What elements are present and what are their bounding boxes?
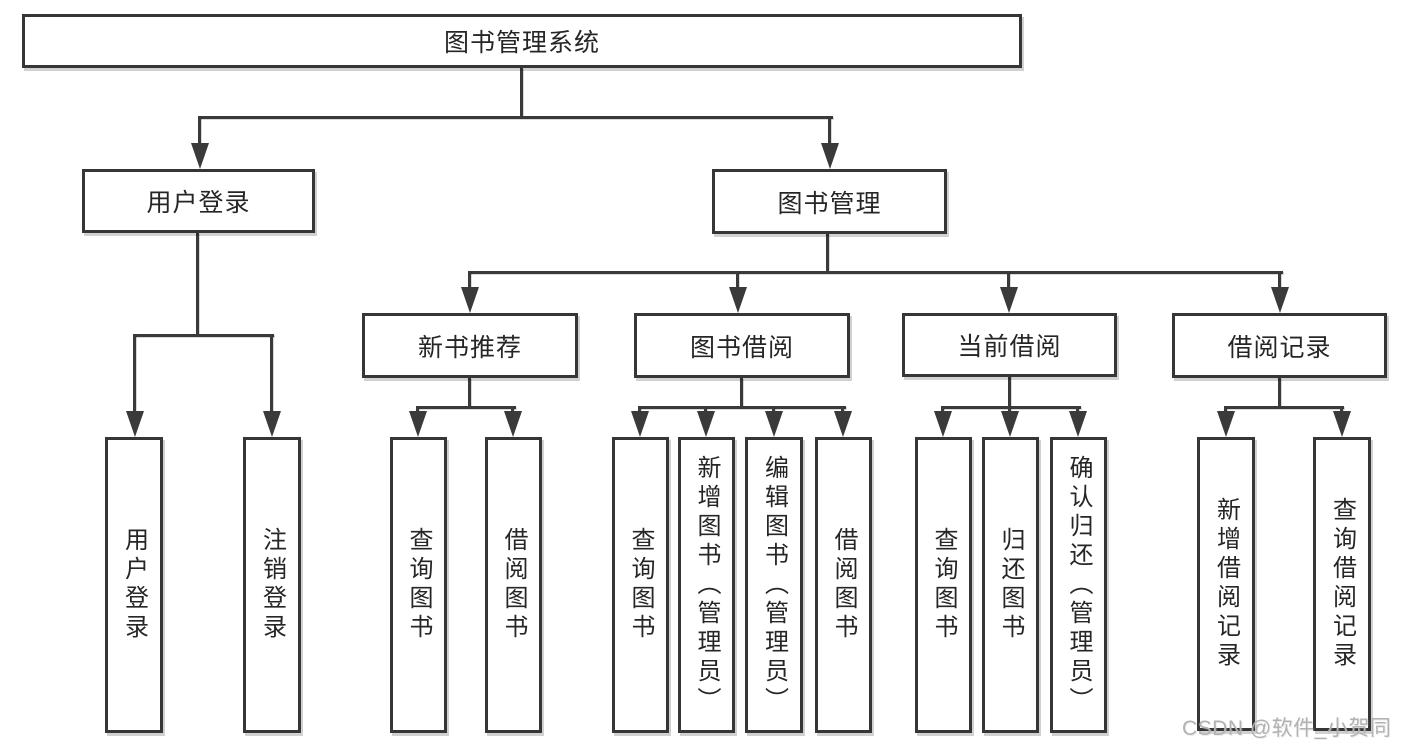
connector-drop — [1278, 271, 1281, 289]
connector-drop — [1224, 406, 1227, 415]
leaf-return-books: 归还图书 — [982, 437, 1039, 733]
connector-drop — [270, 334, 273, 412]
connector-drop — [1076, 406, 1079, 415]
connector-rail — [1224, 406, 1344, 409]
arrow-down-icon — [1217, 411, 1235, 437]
connector-drop — [638, 406, 641, 415]
leaf-add-book-admin: 新增图书（管理员） — [678, 437, 735, 733]
node-new-book-recommend: 新书推荐 — [362, 313, 578, 378]
connector-drop — [133, 334, 136, 412]
node-book-management: 图书管理 — [712, 169, 947, 234]
arrow-down-icon — [1069, 411, 1087, 437]
connector-drop — [772, 406, 775, 415]
connector-rail — [468, 271, 1283, 274]
node-current-borrow: 当前借阅 — [902, 313, 1117, 377]
node-library-management-system: 图书管理系统 — [22, 14, 1022, 68]
arrow-down-icon — [934, 411, 952, 437]
arrow-down-icon — [1333, 411, 1351, 437]
leaf-edit-book-admin: 编辑图书（管理员） — [745, 437, 803, 733]
connector-rail — [416, 406, 516, 409]
node-borrow-records: 借阅记录 — [1172, 313, 1387, 378]
connector-stem — [196, 233, 199, 336]
connector-drop — [511, 406, 514, 415]
connector-drop — [198, 116, 201, 146]
connector-rail — [941, 406, 1081, 409]
leaf-query-borrow-record: 查询借阅记录 — [1313, 437, 1371, 731]
arrow-down-icon — [765, 411, 783, 437]
connector-drop — [1007, 271, 1010, 289]
connector-drop — [704, 406, 707, 415]
arrow-down-icon — [1001, 411, 1019, 437]
arrow-down-icon — [1000, 287, 1018, 313]
arrow-down-icon — [729, 287, 747, 313]
arrow-down-icon — [409, 411, 427, 437]
connector-drop — [1340, 406, 1343, 415]
leaf-add-borrow-record: 新增借阅记录 — [1197, 437, 1255, 731]
watermark: CSDN @软件_小贺同学 — [1182, 717, 1392, 740]
connector-stem — [740, 378, 743, 408]
connector-drop — [841, 406, 844, 415]
leaf-query-books-current: 查询图书 — [915, 437, 972, 733]
connector-drop — [1008, 406, 1011, 415]
connector-stem — [520, 68, 523, 118]
connector-rail — [133, 334, 274, 337]
connector-stem — [468, 378, 471, 408]
arrow-down-icon — [126, 411, 144, 437]
arrow-down-icon — [697, 411, 715, 437]
leaf-user-login: 用户登录 — [105, 437, 163, 733]
connector-stem — [1278, 378, 1281, 408]
arrow-down-icon — [631, 411, 649, 437]
leaf-borrow-books: 借阅图书 — [815, 437, 872, 733]
leaf-query-books-borrow: 查询图书 — [612, 437, 669, 733]
connector-drop — [468, 271, 471, 289]
node-user-login: 用户登录 — [82, 169, 315, 233]
connector-drop — [416, 406, 419, 415]
arrow-down-icon — [1271, 287, 1289, 313]
arrow-down-icon — [461, 287, 479, 313]
arrow-down-icon — [834, 411, 852, 437]
arrow-down-icon — [504, 411, 522, 437]
leaf-confirm-return-admin: 确认归还（管理员） — [1050, 437, 1107, 733]
connector-stem — [826, 234, 829, 273]
leaf-logout: 注销登录 — [243, 437, 301, 733]
connector-drop — [941, 406, 944, 415]
connector-rail — [198, 116, 833, 119]
arrow-down-icon — [191, 143, 209, 169]
connector-rail — [638, 406, 846, 409]
leaf-query-books-recommend: 查询图书 — [390, 437, 447, 733]
arrow-down-icon — [263, 411, 281, 437]
connector-drop — [736, 271, 739, 289]
node-book-borrow: 图书借阅 — [634, 313, 850, 378]
connector-stem — [1008, 376, 1011, 408]
connector-drop — [828, 116, 831, 146]
leaf-borrow-books-recommend: 借阅图书 — [485, 437, 542, 733]
arrow-down-icon — [821, 143, 839, 169]
